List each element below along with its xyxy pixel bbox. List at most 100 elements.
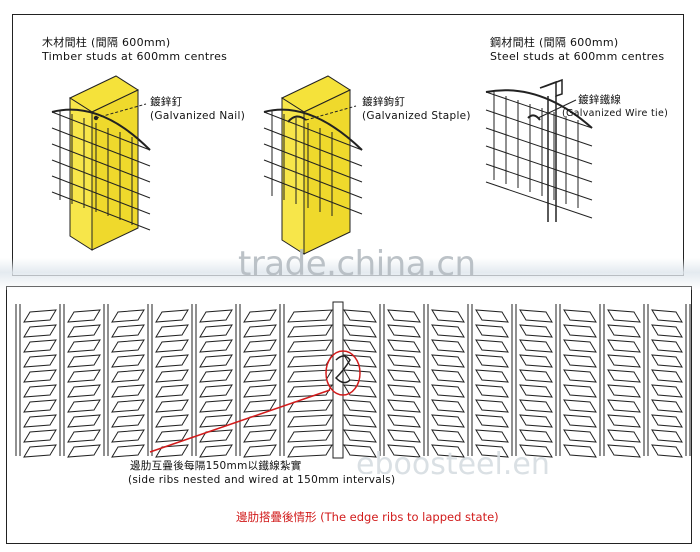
mesh-cell <box>155 339 189 353</box>
mesh-cell <box>199 339 233 353</box>
mesh-cell <box>651 444 683 458</box>
mesh-cell <box>155 324 189 338</box>
rib-line <box>467 304 473 456</box>
mesh-cell <box>67 369 101 383</box>
mesh-cell <box>243 354 277 368</box>
mesh-cell <box>651 339 683 353</box>
mesh-cell <box>155 354 189 368</box>
rib-line <box>235 304 241 456</box>
wire-label-cn: 鍍鋅鐵線 <box>578 94 622 106</box>
lapped-edge-rib <box>149 301 361 459</box>
panel-divider-fade <box>0 258 700 290</box>
timber-stud-front-2 <box>281 97 305 255</box>
mesh-cell <box>563 429 597 443</box>
mesh-cell <box>519 369 553 383</box>
rib-line <box>599 304 605 456</box>
mesh-cell <box>607 339 641 353</box>
wire-note-leader-line <box>149 389 331 453</box>
mesh-cell <box>23 309 57 323</box>
mesh-cell <box>155 414 189 428</box>
mesh-cell <box>651 399 683 413</box>
mesh-cell <box>607 414 641 428</box>
mesh-cell <box>519 444 553 458</box>
mesh-cell <box>343 444 377 458</box>
mesh-cell <box>23 324 57 338</box>
wire-note-en: (side ribs nested and wired at 150mm int… <box>128 474 396 487</box>
mesh-cell <box>651 354 683 368</box>
rib-line <box>379 304 385 456</box>
timber-stud-nail-illustration <box>51 75 151 251</box>
steel-c-channel <box>539 78 563 222</box>
mesh-cell <box>23 414 57 428</box>
mesh-cell <box>243 414 277 428</box>
rib-line <box>103 304 109 456</box>
mesh-cell <box>563 309 597 323</box>
mesh-cell <box>519 429 553 443</box>
mesh-cell <box>243 339 277 353</box>
mesh-cell <box>343 324 377 338</box>
rib-line <box>59 304 65 456</box>
mesh-cell <box>343 354 377 368</box>
mesh-cell <box>23 354 57 368</box>
mesh-cell <box>243 324 277 338</box>
mesh-cell <box>111 444 145 458</box>
mesh-cell <box>651 369 683 383</box>
mesh-cell <box>651 429 683 443</box>
mesh-cell <box>243 384 277 398</box>
mesh-cell <box>431 384 465 398</box>
mesh-cell <box>111 309 145 323</box>
rib-line <box>555 304 561 456</box>
mesh-cell <box>431 414 465 428</box>
mesh-cell <box>519 414 553 428</box>
watermark-top: trade.china.cn <box>238 244 476 284</box>
mesh-cell <box>23 339 57 353</box>
mesh-cell <box>111 339 145 353</box>
mesh-cell <box>607 384 641 398</box>
mesh-cell <box>475 399 509 413</box>
mesh-cell <box>431 444 465 458</box>
mesh-cell <box>563 444 597 458</box>
mesh-cell <box>111 369 145 383</box>
nail-label-en: (Galvanized Nail) <box>150 110 246 122</box>
mesh-cell <box>563 339 597 353</box>
rib-lath-mesh-middle <box>263 108 363 216</box>
mesh-cell <box>111 384 145 398</box>
mesh-cell <box>387 324 421 338</box>
mesh-cell <box>155 444 189 458</box>
mesh-cell <box>563 324 597 338</box>
mesh-cell <box>199 429 233 443</box>
mesh-cell <box>287 399 333 413</box>
rib-line <box>279 304 285 456</box>
mesh-cell <box>199 399 233 413</box>
lapped-state-caption: 邊肋搭疊後情形 (The edge ribs to lapped state) <box>236 510 499 524</box>
mesh-cell <box>287 309 333 323</box>
mesh-cell <box>387 384 421 398</box>
mesh-cell <box>199 414 233 428</box>
mesh-cell <box>67 384 101 398</box>
wire-label-en: (Galvanized Wire tie) <box>562 108 669 119</box>
mesh-cell <box>431 399 465 413</box>
mesh-cell <box>651 309 683 323</box>
wire-leader-line <box>537 99 577 119</box>
mesh-cell <box>431 369 465 383</box>
mesh-cell <box>287 354 333 368</box>
staple-icon <box>287 115 307 123</box>
mesh-cell <box>607 399 641 413</box>
mesh-cell <box>111 324 145 338</box>
mesh-cell <box>23 384 57 398</box>
timber-stud-front <box>69 97 93 251</box>
mesh-cell <box>155 309 189 323</box>
mesh-cell <box>563 399 597 413</box>
rib-line <box>191 304 197 456</box>
mesh-cell <box>111 414 145 428</box>
mesh-cell <box>67 414 101 428</box>
steel-title-en: Steel studs at 600mm centres <box>490 50 665 63</box>
mesh-cell <box>199 309 233 323</box>
rib-line <box>15 304 21 456</box>
mesh-cell <box>387 339 421 353</box>
mesh-cell <box>287 444 333 458</box>
mesh-cell <box>199 384 233 398</box>
mesh-cell <box>563 414 597 428</box>
mesh-cell <box>475 324 509 338</box>
